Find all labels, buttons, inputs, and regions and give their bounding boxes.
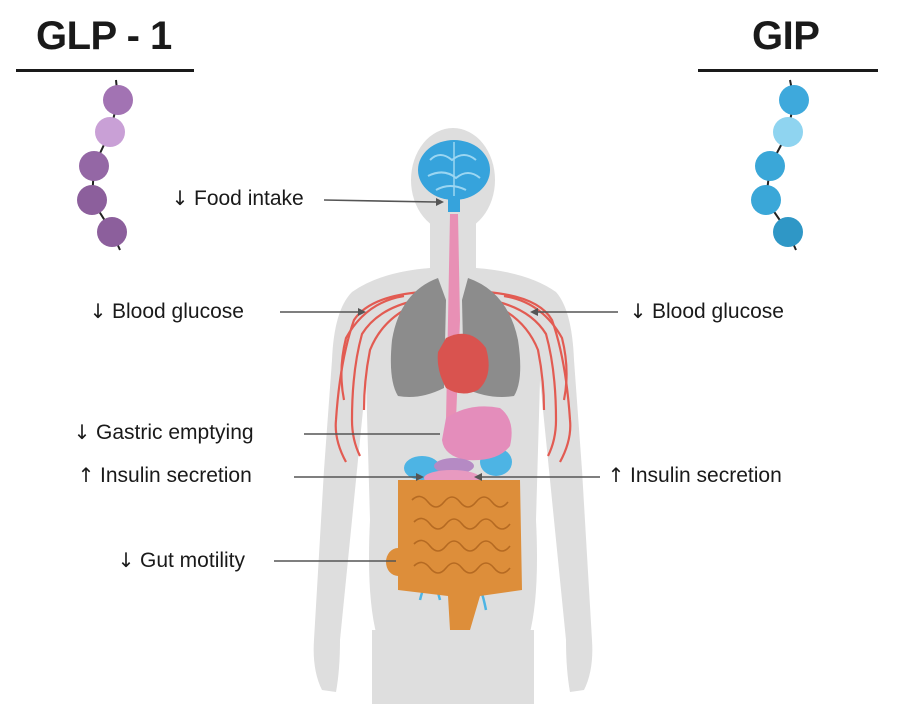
glp1-title-rule: [16, 69, 194, 72]
label-left-insulin-secretion: ↑Insulin secretion: [77, 463, 252, 487]
label-gastric-emptying: ↓Gastric emptying: [73, 420, 254, 444]
label-gut-motility: ↓Gut motility: [117, 548, 246, 572]
gip-peptide-chain-icon: [751, 79, 809, 251]
left-blood-glucose-arrowhead: [358, 308, 366, 316]
down-arrow-icon: ↓: [171, 186, 189, 210]
down-arrow-icon: ↓: [117, 548, 135, 572]
food-intake-line: [323, 199, 437, 203]
label-food-intake: ↓Food intake: [171, 186, 304, 210]
brain-icon: [418, 140, 490, 212]
down-arrow-icon: ↓: [629, 299, 647, 323]
intestines-icon: [386, 480, 522, 630]
down-arrow-icon: ↓: [89, 299, 107, 323]
blood-vessels-icon: [334, 290, 572, 463]
pancreas-icon: [434, 458, 474, 474]
glp1-peptide-chain-icon: [77, 79, 133, 251]
right-insulin-arrowhead: [474, 473, 482, 481]
up-arrow-icon: ↑: [607, 463, 625, 487]
right-blood-glucose-arrowhead: [530, 308, 538, 316]
gip-title: GIP: [752, 14, 820, 58]
connector-lines: [274, 198, 618, 562]
left-insulin-arrowhead: [416, 473, 424, 481]
label-left-blood-glucose: ↓Blood glucose: [89, 299, 244, 323]
gip-title-rule: [698, 69, 878, 72]
up-arrow-icon: ↑: [77, 463, 95, 487]
heart-icon: [437, 333, 489, 394]
label-right-insulin-secretion: ↑Insulin secretion: [607, 463, 782, 487]
glp1-title: GLP - 1: [36, 14, 172, 58]
stomach-icon: [442, 406, 512, 461]
label-right-blood-glucose: ↓Blood glucose: [629, 299, 784, 323]
food-intake-arrowhead: [436, 198, 444, 206]
down-arrow-icon: ↓: [73, 420, 91, 444]
